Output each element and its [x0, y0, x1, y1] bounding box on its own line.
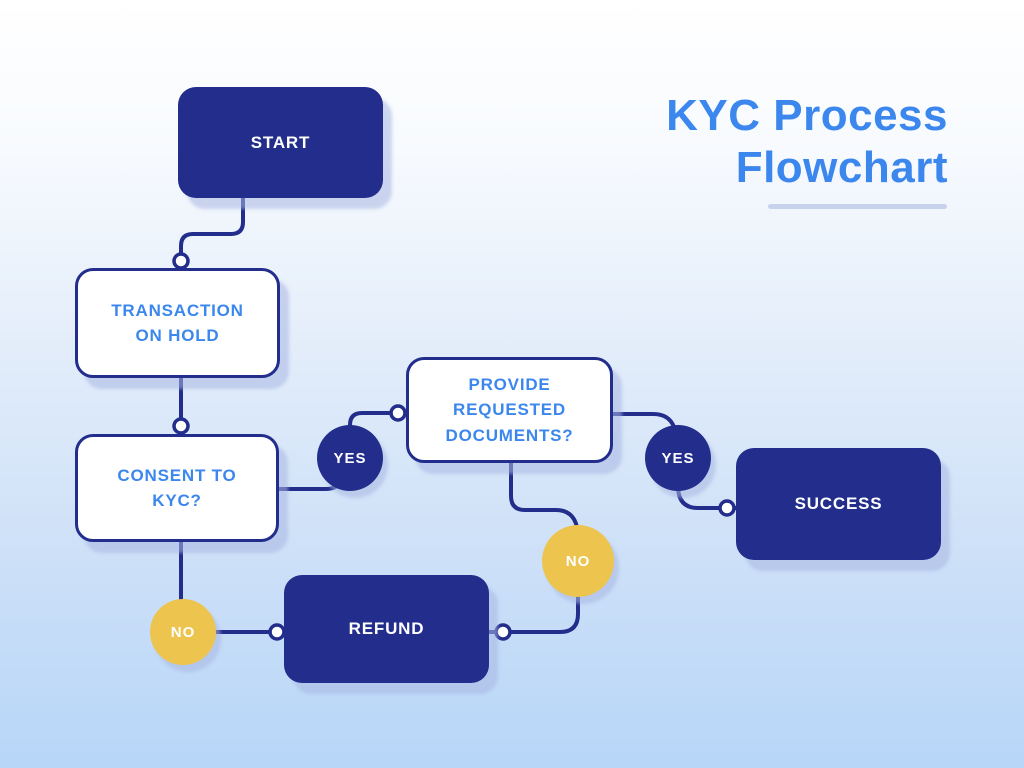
node-transaction-label: TRANSACTION ON HOLD [111, 300, 244, 346]
page-title: KYC Process Flowchart [666, 90, 948, 194]
node-documents-label: PROVIDE REQUESTED DOCUMENTS? [445, 374, 574, 445]
decision-label-yes-documents: YES [645, 425, 711, 491]
connection-dot-refund-left [268, 623, 286, 641]
connector-start-to-transaction [179, 196, 245, 266]
connector-yes-to-documents [348, 411, 408, 434]
connection-dot-transaction [172, 252, 190, 270]
node-transaction-on-hold: TRANSACTION ON HOLD [75, 268, 280, 378]
decision-label-yes-consent: YES [317, 425, 383, 491]
connector-no-to-refund-right [487, 593, 580, 634]
decision-yes-documents-text: YES [661, 449, 695, 467]
decision-no-documents-text: NO [565, 552, 591, 570]
node-refund: REFUND [284, 575, 489, 683]
decision-label-no-consent: NO [150, 599, 216, 665]
connection-dot-success [718, 499, 736, 517]
node-consent-to-kyc: CONSENT TO KYC? [75, 434, 279, 542]
page-title-line2: Flowchart [735, 142, 948, 192]
decision-label-no-documents: NO [542, 525, 614, 597]
node-start-label: START [250, 132, 311, 152]
connector-documents-to-no [509, 461, 579, 529]
node-consent-label: CONSENT TO KYC? [117, 465, 237, 511]
decision-yes-consent-text: YES [333, 449, 367, 467]
decision-no-consent-text: NO [170, 623, 196, 641]
connector-documents-to-yes [611, 412, 676, 429]
node-start: START [178, 87, 383, 198]
title-underline [768, 204, 947, 209]
node-refund-label: REFUND [348, 619, 425, 639]
page-title-line1: KYC Process [666, 91, 948, 140]
connection-dot-documents [389, 404, 407, 422]
node-success-label: SUCCESS [794, 494, 883, 514]
node-success: SUCCESS [736, 448, 941, 560]
node-provide-documents: PROVIDE REQUESTED DOCUMENTS? [406, 357, 613, 463]
connection-dot-consent [172, 417, 190, 435]
connection-dot-refund-right [494, 623, 512, 641]
